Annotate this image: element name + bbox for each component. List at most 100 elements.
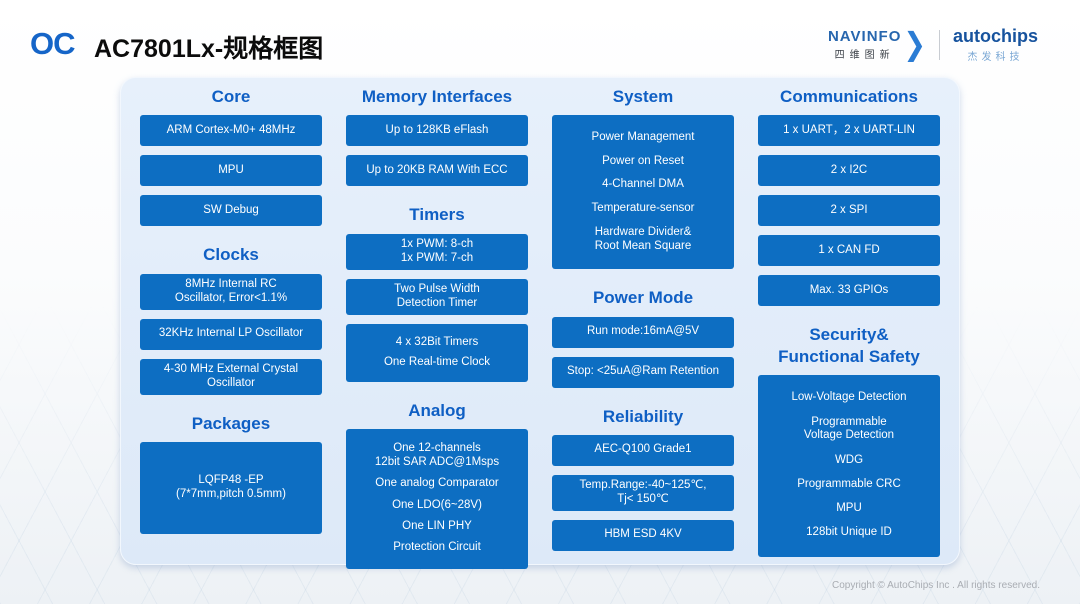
- spec-box-temp-range: Temp.Range:-40~125℃, Tj< 150℃: [552, 474, 734, 511]
- spec-line: (7*7mm,pitch 0.5mm): [176, 487, 286, 500]
- section-title-timers: Timers: [409, 205, 465, 225]
- spec-line: Programmable: [811, 415, 887, 428]
- spec-line: One LDO(6~28V): [392, 498, 482, 511]
- section-title-reliability: Reliability: [602, 406, 684, 426]
- spec-line: AEC-Q100 Grade1: [594, 443, 692, 456]
- spec-line: Root Mean Square: [594, 239, 692, 252]
- spec-line: Tj< 150℃: [617, 492, 669, 505]
- spec-box-eflash: Up to 128KB eFlash: [346, 115, 528, 147]
- spec-box-mpu: MPU: [140, 155, 322, 187]
- navinfo-name: NAVINFO: [827, 28, 902, 45]
- spec-box-uart: 1 x UART，2 x UART-LIN: [758, 115, 940, 147]
- spec-line: Up to 128KB eFlash: [385, 123, 489, 136]
- autochips-chinese-name: 杰发科技: [967, 52, 1024, 63]
- spec-line: 32KHz Internal LP Oscillator: [158, 327, 304, 340]
- spec-box-gpios: Max. 33 GPIOs: [758, 275, 940, 307]
- spec-line: 8MHz Internal RC Oscillator, Error<1.1%: [175, 278, 287, 306]
- spec-line: Temperature-sensor: [591, 202, 695, 215]
- spec-line: Programmable CRC: [797, 477, 901, 490]
- spec-line: Two Pulse Width Detection Timer: [394, 283, 480, 311]
- spec-line: 1 x UART，2 x UART-LIN: [783, 123, 915, 136]
- spec-line: 128bit Unique ID: [806, 526, 892, 539]
- column-core: Core ARM Cortex-M0+ 48MHz MPU SW Debug C…: [140, 82, 322, 578]
- spec-line: Power Management: [591, 131, 695, 144]
- section-title-system: System: [612, 87, 674, 106]
- spec-line: LQFP48 -EP: [198, 473, 264, 486]
- spec-line: 4 x 32Bit Timers: [395, 335, 479, 348]
- spec-line: Run mode:16mA@5V: [586, 325, 700, 338]
- spec-panel: Core ARM Cortex-M0+ 48MHz MPU SW Debug C…: [120, 77, 960, 569]
- spec-line: One 12-channels: [393, 442, 481, 455]
- spec-line: 4-30 MHz External Crystal Oscillator: [164, 363, 298, 391]
- spec-box-lp-oscillator: 32KHz Internal LP Oscillator: [140, 318, 322, 350]
- spec-box-32bit-timers-rtc: 4 x 32Bit Timers One Real-time Clock: [346, 323, 528, 382]
- section-title-memory-interfaces: Memory Interfaces: [361, 87, 513, 106]
- spec-line: Temp.Range:-40~125℃, Tj< 150℃: [579, 479, 706, 507]
- column-memory: Memory Interfaces Up to 128KB eFlash Up …: [346, 82, 528, 578]
- navinfo-wordmark: NAVINFO 四维图新: [828, 28, 901, 61]
- copyright-notice: Copyright © AutoChips Inc . All rights r…: [831, 580, 1040, 591]
- chevron-right-icon: ❯: [903, 26, 926, 62]
- spec-line: Max. 33 GPIOs: [809, 283, 889, 296]
- navinfo-logo: NAVINFO 四维图新 ❯: [828, 28, 926, 61]
- spec-box-sw-debug: SW Debug: [140, 195, 322, 227]
- spec-box-arm-core: ARM Cortex-M0+ 48MHz: [140, 115, 322, 147]
- spec-box-system: Power Management Power on Reset 4-Channe…: [552, 115, 734, 270]
- spec-line: 1x PWM: 8-ch 1x PWM: 7-ch: [401, 238, 473, 266]
- page-title: AC7801Lx-规格框图: [94, 35, 324, 63]
- column-system: System Power Management Power on Reset 4…: [552, 82, 734, 578]
- spec-line: Voltage Detection: [803, 429, 895, 442]
- spec-line: 1x PWM: 8-ch: [400, 237, 474, 250]
- section-title-power-mode: Power Mode: [592, 288, 694, 308]
- spec-line: Oscillator: [207, 376, 255, 389]
- brand-divider: [938, 29, 940, 60]
- section-title-core: Core: [211, 87, 251, 106]
- spec-line: ARM Cortex-M0+ 48MHz: [166, 123, 296, 136]
- spec-line: Protection Circuit: [393, 541, 481, 554]
- spec-line: MPU: [218, 163, 244, 176]
- section-title-analog: Analog: [408, 400, 466, 420]
- spec-line: Programmable Voltage Detection: [804, 416, 894, 444]
- spec-line: HBM ESD 4KV: [604, 528, 682, 541]
- spec-line: 12bit SAR ADC@1Msps: [374, 456, 500, 469]
- spec-line: Temp.Range:-40~125℃,: [579, 478, 707, 491]
- spec-box-run-mode: Run mode:16mA@5V: [552, 316, 734, 348]
- spec-line: WDG: [834, 453, 864, 466]
- spec-line: One analog Comparator: [375, 477, 499, 490]
- spec-box-can-fd: 1 x CAN FD: [758, 235, 940, 267]
- spec-box-aec-q100: AEC-Q100 Grade1: [552, 434, 734, 466]
- spec-line: 2 x I2C: [830, 163, 868, 176]
- spec-box-package: LQFP48 -EP (7*7mm,pitch 0.5mm): [140, 441, 322, 534]
- spec-box-security: Low-Voltage Detection Programmable Volta…: [758, 374, 940, 557]
- spec-box-rc-oscillator: 8MHz Internal RC Oscillator, Error<1.1%: [140, 273, 322, 310]
- spec-line: Stop: <25uA@Ram Retention: [567, 365, 719, 378]
- spec-line: 4-30 MHz External Crystal: [163, 362, 299, 375]
- brand-logos: NAVINFO 四维图新 ❯ autochips 杰发科技: [828, 26, 1038, 63]
- spec-line: One LIN PHY: [402, 520, 472, 533]
- spec-box-pulse-width-timer: Two Pulse Width Detection Timer: [346, 278, 528, 315]
- section-title-packages: Packages: [191, 413, 271, 433]
- spec-box-crystal-oscillator: 4-30 MHz External Crystal Oscillator: [140, 358, 322, 395]
- spec-box-spi: 2 x SPI: [758, 195, 940, 227]
- spec-line: MPU: [836, 502, 862, 515]
- spec-line: One 12-channels 12bit SAR ADC@1Msps: [375, 442, 499, 470]
- spec-line: Hardware Divider& Root Mean Square: [595, 226, 692, 254]
- spec-line: 1 x CAN FD: [818, 243, 880, 256]
- autochips-name: autochips: [952, 26, 1038, 46]
- spec-box-analog: One 12-channels 12bit SAR ADC@1Msps One …: [346, 428, 528, 569]
- spec-line: Power on Reset: [602, 154, 684, 167]
- section-title-communications: Communications: [780, 87, 918, 106]
- spec-box-pwm: 1x PWM: 8-ch 1x PWM: 7-ch: [346, 233, 528, 270]
- spec-line: Detection Timer: [396, 296, 478, 309]
- column-communications: Communications 1 x UART，2 x UART-LIN 2 x…: [758, 82, 940, 578]
- oc-logo: OC: [30, 26, 75, 61]
- section-title-security: Security& Functional Safety: [778, 325, 920, 366]
- spec-line: Hardware Divider&: [594, 225, 692, 238]
- spec-box-stop-mode: Stop: <25uA@Ram Retention: [552, 356, 734, 388]
- spec-line: 4-Channel DMA: [602, 178, 684, 191]
- section-title-clocks: Clocks: [203, 245, 259, 265]
- spec-line: Low-Voltage Detection: [791, 391, 907, 404]
- spec-line: Oscillator, Error<1.1%: [174, 291, 288, 304]
- spec-line: 8MHz Internal RC: [185, 277, 277, 290]
- spec-box-hbm-esd: HBM ESD 4KV: [552, 519, 734, 551]
